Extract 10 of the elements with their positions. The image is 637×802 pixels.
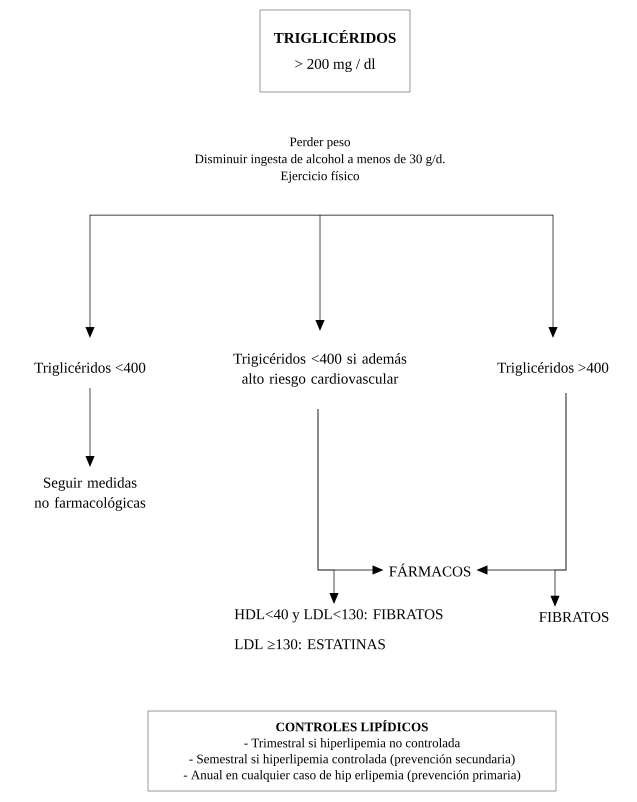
condition-text: Trigicéridos <400 si además alto riesgo cardiovascular (233, 353, 406, 387)
controls-box: CONTROLES LIPÍDICOS - Trimestral si hiperlipemia no controlada - Semestral si hiperlipemia controlada (prevención secundaria) - Anual en cualquier caso de hip erlipemia (prevención primaria) (148, 710, 556, 792)
outcome-text: FÁRMACOS (389, 564, 470, 576)
condition-text: Triglicéridos <400 (34, 362, 146, 376)
outcome-text: FIBRATOS (539, 612, 608, 622)
outcome-text: Seguir medidas no farmacológicas (34, 477, 146, 511)
outcome-text: HDL<40 y LDL<130: FIBRATOS LDL ≥130: ESTATINAS (234, 609, 442, 650)
condition-text: Triglicéridos >400 (497, 362, 608, 376)
recommendation-text: Perder peso Disminuir ingesta de alcohol a menos de 30 g/d. Ejercicio físico (194, 137, 445, 183)
title-box: TRIGLICÉRIDOS > 200 mg / dl (260, 10, 410, 92)
